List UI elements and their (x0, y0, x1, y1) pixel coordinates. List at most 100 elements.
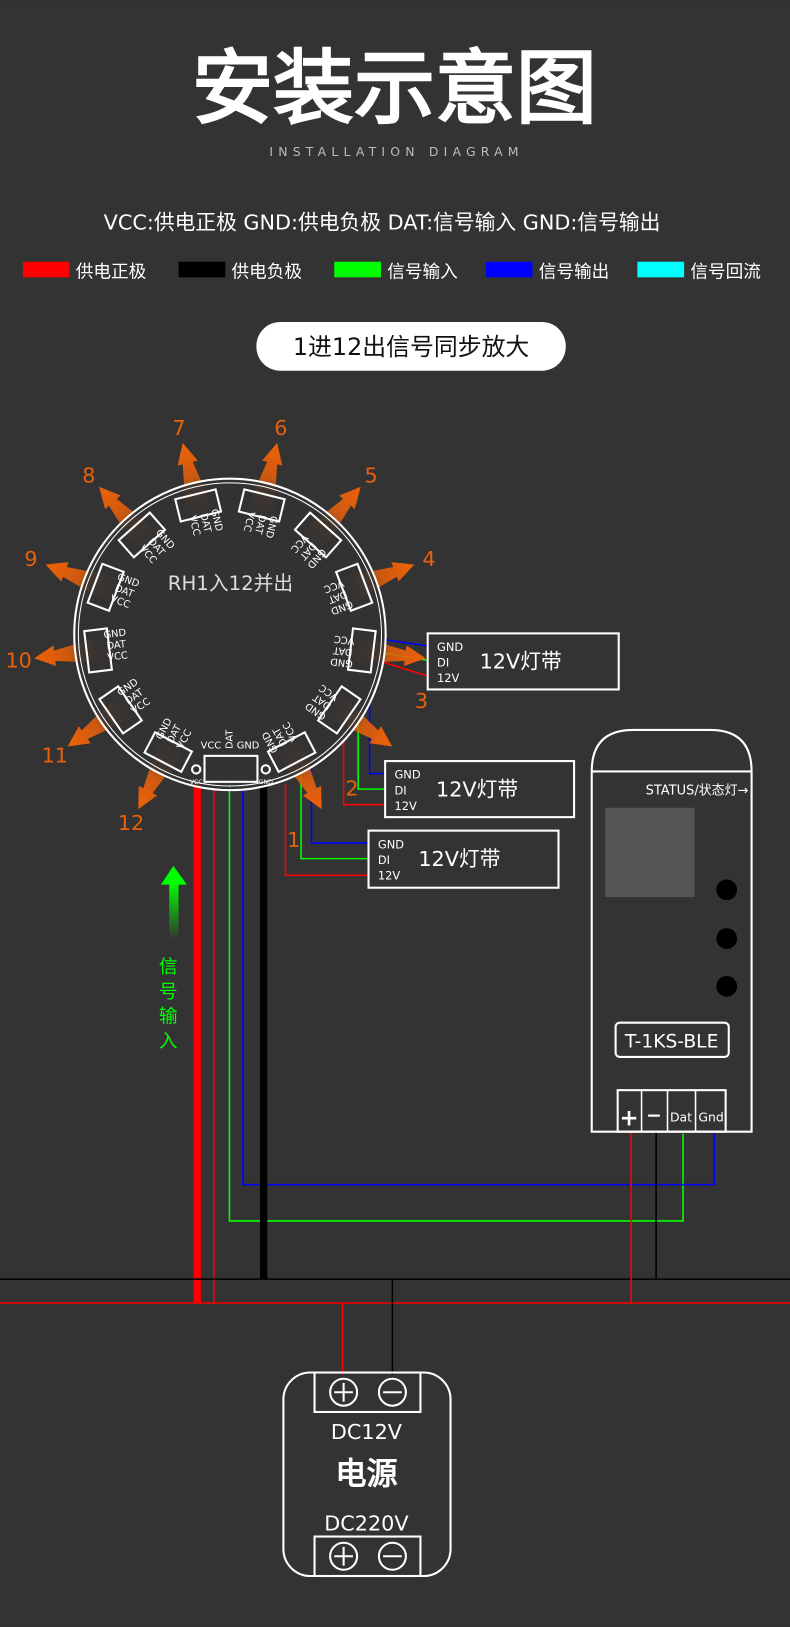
strip-pin-gnd: GND (394, 768, 420, 782)
output-number: 12 (118, 811, 144, 835)
pin-label: VCC (186, 514, 202, 537)
led-strip-3: GND DI 12V 12V灯带 (426, 632, 620, 691)
strip-pin-di: DI (378, 853, 390, 867)
output-number: 10 (5, 648, 31, 672)
terminal-positive: + (620, 1105, 639, 1131)
psu-output-terminals (313, 1371, 422, 1414)
signal-gnd-wire (242, 783, 715, 1186)
pin-label: DAT (332, 644, 354, 657)
terminal-gnd: Gnd (698, 1109, 723, 1124)
pin-label: GND (263, 515, 279, 540)
legend-swatch (178, 261, 226, 278)
plus-icon (329, 1377, 359, 1407)
hub-board: RH1入12并出 VCCDATGNDVCCDATGNDVCCDATGNDVCCD… (73, 477, 387, 792)
output-number: 8 (82, 463, 95, 487)
plus-icon (329, 1541, 359, 1571)
strip-pin-12v: 12V (437, 671, 460, 685)
model-label: T-1KS-BLE (624, 1032, 718, 1053)
output-number: 4 (422, 547, 435, 571)
legend-label: 信号回流 (690, 261, 761, 282)
strip-pin-gnd: GND (437, 640, 463, 654)
minus-icon (377, 1541, 407, 1571)
vcc-pad (191, 764, 202, 775)
output-number: 3 (415, 689, 428, 713)
input-connector (203, 754, 259, 783)
legend-swatch (334, 261, 381, 278)
pin-label: GND (103, 628, 127, 642)
data-wire (228, 783, 684, 1222)
signal-label-char: 入 (159, 1032, 178, 1053)
signal-arrow-shaft (169, 882, 179, 940)
output-number: 2 (345, 776, 358, 800)
strip3-gnd-wire (383, 638, 428, 647)
signal-input-indicator: 信 号 输 入 (159, 865, 187, 1053)
wiring (0, 638, 790, 1375)
terminal-block (616, 1089, 727, 1133)
button-3[interactable] (716, 975, 738, 997)
pin-label: VCC (241, 510, 257, 533)
output-number: 9 (24, 547, 37, 571)
pin-label: GND (208, 508, 224, 533)
page-subtitle: INSTALLATION DIAGRAM (269, 144, 523, 159)
pin-label: DAT (106, 639, 128, 652)
input-pin-vcc: VCC (201, 741, 222, 752)
strip-pin-di: DI (437, 656, 449, 670)
legend-swatch (485, 261, 533, 278)
legend-label: 供电正极 (76, 261, 147, 282)
strip1-12v-wire (284, 783, 369, 877)
psu-label: 电源 (335, 1457, 397, 1493)
psu-output-voltage: DC12V (331, 1420, 403, 1444)
strip2-12v-wire (342, 732, 386, 806)
psu-input-terminals (313, 1535, 422, 1578)
strip-label: 12V灯带 (480, 650, 562, 674)
pin-label: DAT (252, 513, 268, 535)
controller-display (605, 807, 695, 898)
led-strip-2: GND DI 12V 12V灯带 (384, 760, 576, 819)
strip-pin-12v: 12V (378, 868, 401, 882)
legend-swatch (22, 261, 70, 278)
signal-arrow-icon (160, 865, 187, 885)
psu-input-voltage: DC220V (324, 1511, 409, 1535)
color-legend: 供电正极供电负极信号输入信号输出信号回流 (22, 261, 761, 282)
strip-label: 12V灯带 (436, 777, 518, 801)
gnd-pad-label: GND (259, 779, 273, 786)
minus-icon (377, 1377, 407, 1407)
gnd-pad (260, 764, 271, 775)
output-number: 7 (172, 416, 185, 440)
button-2[interactable] (716, 928, 738, 949)
power-supply: DC12V 电源 DC220V (282, 1371, 452, 1578)
pin-label: GND (329, 655, 353, 669)
signal-label-char: 号 (159, 982, 178, 1003)
controller: STATUS/状态灯→ T-1KS-BLE + − Dat Gnd (590, 728, 753, 1133)
badge (256, 321, 566, 371)
strip-pin-di: DI (394, 783, 406, 797)
terminal-dat: Dat (670, 1109, 692, 1124)
strip-label: 12V灯带 (418, 847, 500, 871)
input-pin-gnd: GND (237, 741, 260, 752)
strip-pin-12v: 12V (394, 799, 417, 813)
strip-pin-gnd: GND (378, 837, 404, 851)
pin-legend: VCC:供电正极 GND:供电负极 DAT:信号输入 GND:信号输出 (104, 211, 661, 235)
legend-label: 供电负极 (231, 261, 302, 282)
badge-text: 1进12出信号同步放大 (293, 333, 529, 361)
output-number: 6 (274, 416, 287, 440)
status-label: STATUS/状态灯→ (646, 783, 749, 798)
input-pin-dat: DAT (225, 729, 236, 749)
terminal-negative: − (646, 1105, 662, 1126)
pin-label: VCC (333, 633, 355, 646)
legend-label: 信号输入 (387, 261, 458, 282)
pin-label: VCC (107, 650, 129, 663)
strip3-12v-wire (383, 661, 428, 677)
button-1[interactable] (716, 879, 738, 901)
page-title: 安装示意图 (192, 42, 597, 136)
model-label-box (614, 1021, 730, 1058)
strip1-di-wire (300, 776, 369, 860)
output-number: 5 (364, 463, 377, 487)
strip2-di-wire (357, 718, 386, 790)
